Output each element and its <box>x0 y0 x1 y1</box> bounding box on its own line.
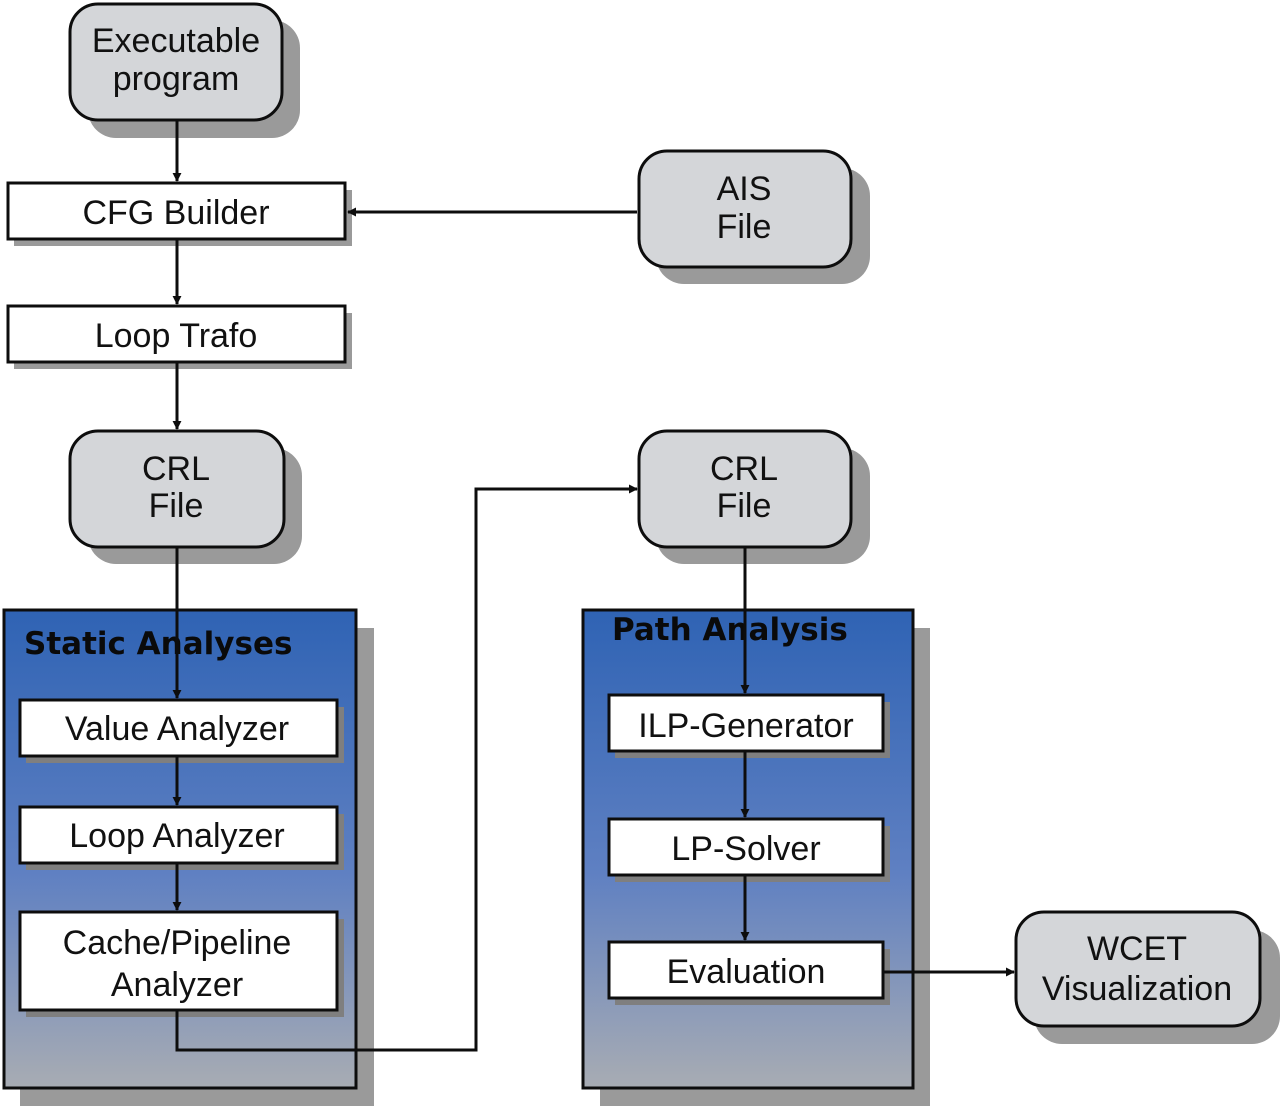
executable-program-node: Executable program <box>68 2 300 138</box>
node-label-line2: program <box>113 60 240 98</box>
value-analyzer-node: Value Analyzer <box>18 698 344 763</box>
node-box <box>68 2 284 122</box>
node-label-line1: WCET <box>1087 930 1187 968</box>
node-box <box>6 304 347 364</box>
static-analyses-title: Static Analyses <box>24 626 292 662</box>
node-label-line1: CRL <box>710 450 778 488</box>
node-label-line1: CRL <box>142 450 210 488</box>
node-box <box>607 817 885 877</box>
loop-analyzer-node: Loop Analyzer <box>18 805 344 870</box>
node-box <box>607 693 885 753</box>
node-label: LP-Solver <box>671 830 820 868</box>
node-label: CFG Builder <box>82 194 269 232</box>
wcet-visualization-node: WCET Visualization <box>1014 910 1280 1044</box>
node-box <box>18 698 339 758</box>
ais-file-node: AIS File <box>637 149 870 284</box>
node-box <box>637 429 853 549</box>
evaluation-node: Evaluation <box>607 940 890 1005</box>
node-label: Evaluation <box>667 953 826 991</box>
crl-file-right-node: CRL File <box>637 429 870 564</box>
node-label: ILP-Generator <box>638 707 853 745</box>
node-box <box>68 429 286 549</box>
node-box <box>18 805 339 865</box>
cfg-builder-node: CFG Builder <box>6 181 352 246</box>
cache-pipeline-analyzer-node: Cache/Pipeline Analyzer <box>18 910 344 1017</box>
node-box <box>607 940 885 1000</box>
ilp-generator-node: ILP-Generator <box>607 693 890 758</box>
edge-cache-to-crl-right <box>175 484 638 1052</box>
path-analysis-title: Path Analysis <box>612 612 848 648</box>
node-box <box>18 910 339 1012</box>
node-label-line2: Analyzer <box>111 966 243 1004</box>
node-label-line1: Cache/Pipeline <box>63 924 292 962</box>
node-label: Loop Trafo <box>95 317 258 355</box>
node-box <box>1014 910 1262 1028</box>
node-box <box>637 149 853 269</box>
node-label-line1: AIS <box>717 170 772 208</box>
node-label-line2: Visualization <box>1042 970 1232 1008</box>
node-label: Value Analyzer <box>65 710 289 748</box>
loop-trafo-node: Loop Trafo <box>6 304 352 369</box>
node-label-line2: File <box>149 487 204 525</box>
node-label-line2: File <box>717 208 772 246</box>
node-label: Loop Analyzer <box>69 817 285 855</box>
crl-file-left-node: CRL File <box>68 429 302 564</box>
connectors <box>172 121 1015 1052</box>
node-label-line2: File <box>717 487 772 525</box>
node-box <box>6 181 347 241</box>
node-label-line1: Executable <box>92 22 260 60</box>
lp-solver-node: LP-Solver <box>607 817 890 882</box>
